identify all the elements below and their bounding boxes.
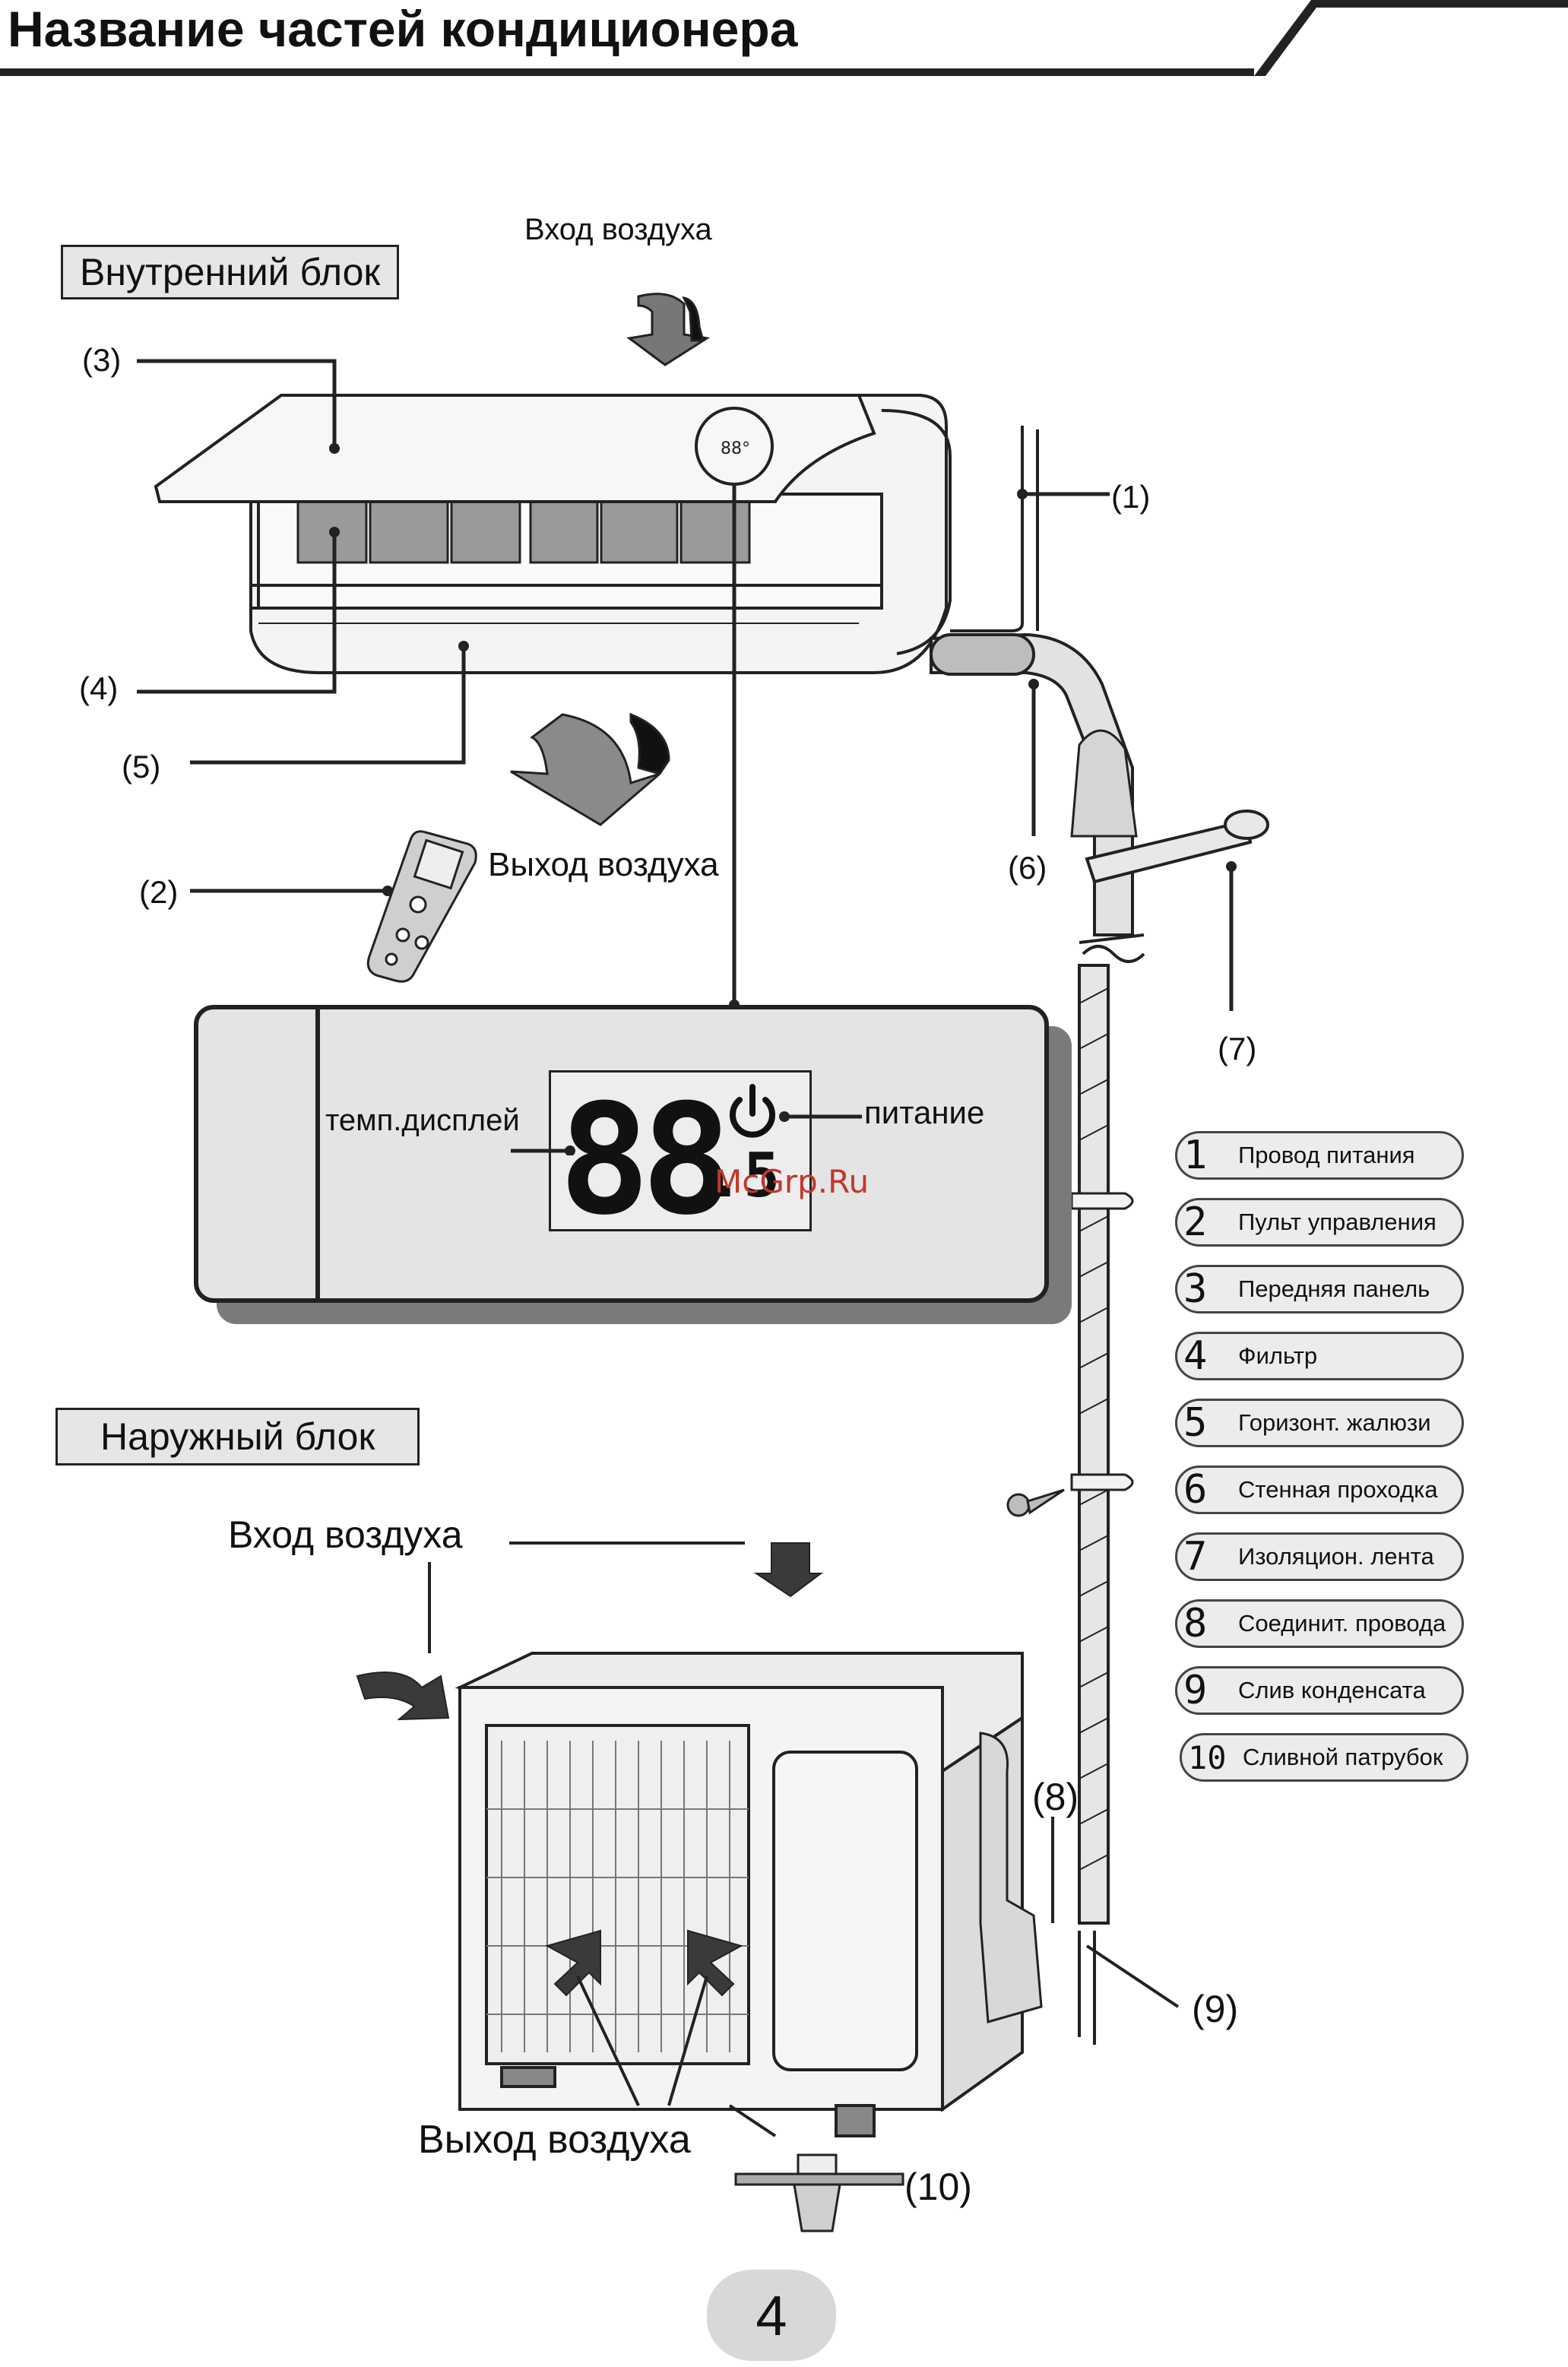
legend-item-10: 10 Сливной патрубок [1180, 1733, 1468, 1782]
callout-6: (6) [1008, 850, 1047, 886]
legend-num: 9 [1183, 1668, 1208, 1713]
legend-label: Провод питания [1238, 1142, 1415, 1168]
legend-item-8: 8 Соединит. провода [1175, 1599, 1464, 1648]
legend-num: 8 [1183, 1601, 1208, 1646]
callout-10: (10) [904, 2166, 972, 2208]
outdoor-air-out-leaders [576, 1976, 777, 2137]
page-number: 4 [755, 2283, 787, 2347]
air-in-arrow-outdoor-side [356, 1671, 450, 1721]
air-out-arrows-outdoor [545, 1929, 743, 1997]
service-valve-cover [979, 1732, 1043, 2023]
legend-item-7: 7 Изоляцион. лента [1175, 1532, 1464, 1581]
legend-num: 3 [1183, 1266, 1208, 1312]
legend-item-6: 6 Стенная проходка [1175, 1466, 1464, 1514]
page-title: Название частей кондиционера [8, 1, 798, 57]
legend-label: Фильтр [1238, 1342, 1318, 1369]
display-panel-divider [315, 1009, 320, 1298]
temp-display-label: темп.дисплей [325, 1104, 520, 1137]
callout-2: (2) [139, 874, 179, 910]
front-panel [154, 394, 876, 503]
callout-3: (3) [82, 342, 122, 378]
indoor-air-out-label: Выход воздуха [488, 846, 719, 883]
temp-display-leader [511, 1145, 575, 1155]
callout-9: (9) [1192, 1988, 1239, 2030]
legend-item-4: 4 Фильтр [1175, 1332, 1464, 1380]
outdoor-unit-label: Наружный блок [55, 1408, 420, 1466]
temp-digits: 88 [559, 1072, 733, 1249]
legend-label: Передняя панель [1238, 1275, 1430, 1302]
air-in-arrow-outdoor-top [753, 1542, 823, 1598]
callout-5: (5) [122, 749, 161, 784]
title-rule [0, 68, 1254, 76]
legend-item-2: 2 Пульт управления [1175, 1198, 1464, 1247]
legend-num: 7 [1183, 1534, 1208, 1580]
legend-num: 1 [1183, 1133, 1208, 1178]
screw [1006, 1488, 1065, 1517]
display-panel [194, 1005, 1049, 1303]
power-cord [950, 426, 1039, 632]
lcd-window [549, 1070, 812, 1231]
legend-label: Изоляцион. лента [1238, 1543, 1434, 1570]
page-number-badge: 4 [707, 2270, 836, 2361]
power-label: питание [864, 1095, 985, 1130]
callout-8: (8) [1032, 1776, 1079, 1818]
outdoor-air-in-label: Вход воздуха [228, 1513, 463, 1556]
wall-bushing [1070, 729, 1138, 838]
connection-leaders [1051, 1817, 1180, 2045]
insulation-tape [1085, 810, 1269, 884]
legend-label: Пульт управления [1238, 1209, 1437, 1235]
callout-4: (4) [79, 670, 119, 706]
power-icon [730, 1084, 775, 1138]
filter-panels [296, 500, 751, 564]
legend-label: Слив конденсата [1238, 1677, 1426, 1703]
legend-num: 4 [1183, 1333, 1208, 1379]
callout-7: (7) [1218, 1031, 1257, 1066]
legend-item-3: 3 Передняя панель [1175, 1265, 1464, 1313]
drain-elbow [734, 2153, 904, 2232]
indoor-leaders [137, 359, 1234, 1011]
fan-grille [486, 1741, 749, 2052]
pipe-clips [1070, 1192, 1134, 1491]
legend-label: Горизонт. жалюзи [1238, 1409, 1431, 1436]
remote-control [366, 830, 477, 983]
legend-num: 10 [1188, 1738, 1227, 1776]
legend-num: 2 [1183, 1199, 1208, 1245]
air-out-arrow-indoor [510, 712, 670, 826]
outdoor-unit-body [455, 1652, 1024, 2137]
legend-num: 5 [1183, 1400, 1208, 1446]
title-rule-corner [1254, 0, 1568, 76]
outdoor-air-in-leaders [428, 1542, 745, 1653]
legend-num: 6 [1183, 1467, 1208, 1513]
indoor-unit-label: Внутренний блок [61, 245, 400, 299]
temp-decimal: .5 [707, 1140, 781, 1211]
legend-item-9: 9 Слив конденсата [1175, 1666, 1464, 1715]
svg-text:88°: 88° [721, 439, 750, 458]
legend-label: Сливной патрубок [1243, 1744, 1443, 1770]
power-leader [779, 1111, 862, 1122]
legend-label: Стенная проходка [1238, 1476, 1438, 1503]
air-in-arrow-indoor [626, 293, 711, 366]
legend-label: Соединит. провода [1238, 1610, 1446, 1637]
outdoor-air-out-label: Выход воздуха [418, 2118, 691, 2162]
legend-item-1: 1 Провод питания [1175, 1131, 1464, 1180]
watermark: McGrp.Ru [714, 1163, 870, 1200]
callout-1: (1) [1111, 479, 1151, 515]
pipe-wrap-lines [1079, 987, 1109, 1871]
legend-item-5: 5 Горизонт. жалюзи [1175, 1399, 1464, 1447]
indoor-air-in-label: Вход воздуха [524, 213, 712, 246]
